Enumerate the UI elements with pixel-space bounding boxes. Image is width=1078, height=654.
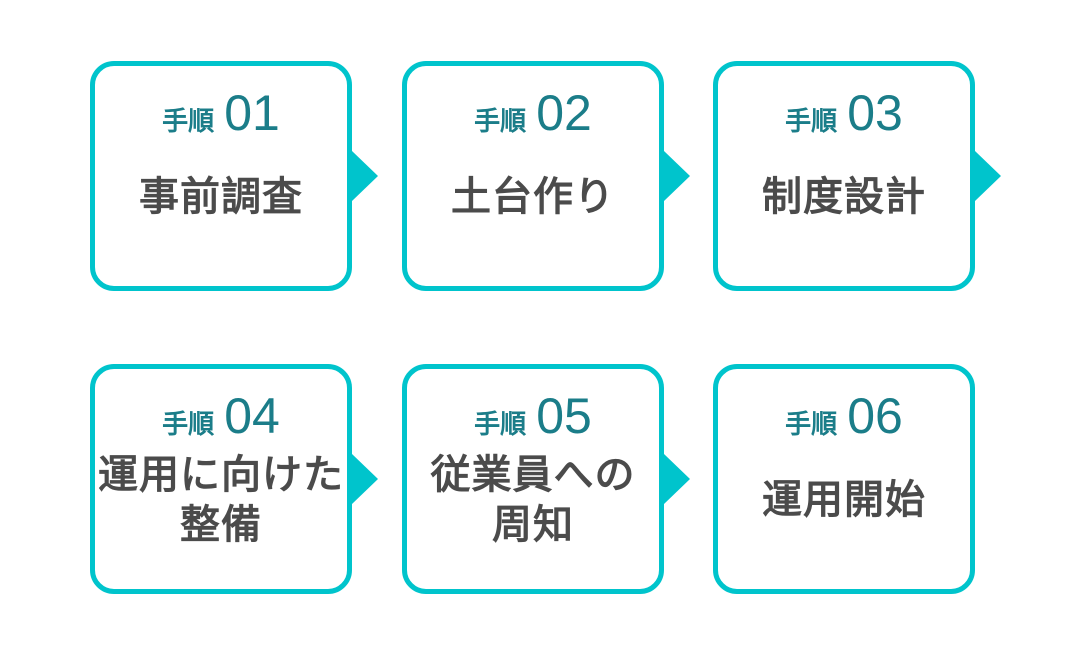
step-title-area: 運用開始 — [718, 441, 970, 589]
arrow-right-icon — [975, 151, 1001, 201]
arrow-right-icon — [664, 454, 690, 504]
step-title: 運用に向けた 整備 — [98, 453, 344, 547]
step-card-3: 手順 03 制度設計 — [713, 61, 1001, 291]
step-number: 04 — [224, 388, 280, 444]
step-number: 05 — [536, 388, 592, 444]
step-title: 制度設計 — [762, 175, 926, 219]
step-number: 06 — [847, 388, 903, 444]
step-label: 手順 — [162, 409, 215, 439]
step-title-area: 従業員への 周知 — [407, 441, 659, 589]
step-number: 03 — [847, 85, 903, 141]
step-header: 手順 02 — [474, 88, 592, 138]
step-header: 手順 05 — [474, 391, 592, 441]
step-card-5: 手順 05 従業員への 周知 — [402, 364, 690, 594]
arrow-right-icon — [352, 454, 378, 504]
step-header: 手順 03 — [785, 88, 903, 138]
step-card-1: 手順 01 事前調査 — [90, 61, 378, 291]
step-title-area: 制度設計 — [718, 138, 970, 286]
step-label: 手順 — [785, 409, 838, 439]
step-title: 運用開始 — [762, 478, 926, 522]
step-title-area: 土台作り — [407, 138, 659, 286]
step-header: 手順 01 — [162, 88, 280, 138]
step-label: 手順 — [162, 106, 215, 136]
step-card-4: 手順 04 運用に向けた 整備 — [90, 364, 378, 594]
step-header: 手順 04 — [162, 391, 280, 441]
step-number: 01 — [224, 85, 280, 141]
step-card-2: 手順 02 土台作り — [402, 61, 690, 291]
step-number: 02 — [536, 85, 592, 141]
step-label: 手順 — [785, 106, 838, 136]
step-label: 手順 — [474, 106, 527, 136]
step-title-area: 運用に向けた 整備 — [95, 441, 347, 589]
arrow-right-icon — [352, 151, 378, 201]
step-title-area: 事前調査 — [95, 138, 347, 286]
arrow-right-icon — [664, 151, 690, 201]
step-label: 手順 — [474, 409, 527, 439]
step-card-6: 手順 06 運用開始 — [713, 364, 975, 594]
step-header: 手順 06 — [785, 391, 903, 441]
step-title: 従業員への 周知 — [430, 453, 636, 547]
step-title: 事前調査 — [139, 175, 303, 219]
step-title: 土台作り — [451, 175, 615, 219]
